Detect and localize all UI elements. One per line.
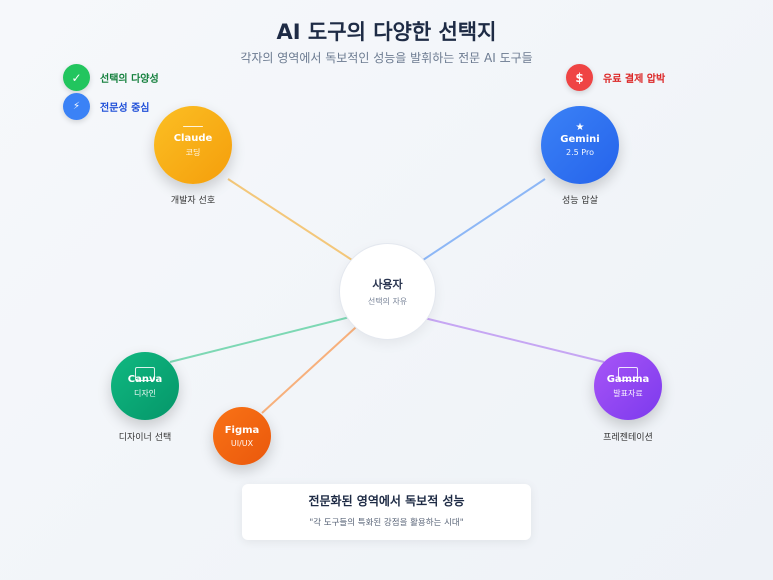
summary-heading: 전문화된 영역에서 독보적 성능: [308, 494, 465, 508]
tool-node-canva: Canva 디자인: [111, 352, 179, 420]
line-claude: [227, 178, 353, 261]
center-node-name: 사용자: [372, 278, 403, 291]
tool-node-claude: Claude 코딩: [154, 106, 232, 184]
document-icon: [183, 126, 203, 127]
check-icon: ✓: [63, 64, 90, 91]
caption-canva: 디자이너 선택: [118, 433, 172, 443]
caption-gamma: 프레젠테이션: [603, 433, 653, 443]
badge-expertise-label: 전문성 중심: [100, 103, 150, 114]
badge-diversity: ✓ 선택의 다양성: [63, 64, 159, 91]
tool-name-figma: Figma: [224, 424, 260, 436]
tool-node-figma: Figma UI/UX: [213, 407, 271, 465]
tool-name-canva: Canva: [127, 373, 163, 385]
badge-payment: $ 유료 결제 압박: [566, 64, 665, 91]
tool-name-claude: Claude: [173, 132, 213, 144]
tool-name-gamma: Gamma: [606, 373, 650, 385]
line-canva: [169, 313, 363, 363]
page-title: AI 도구의 다양한 선택지: [276, 20, 497, 44]
tool-sub-gemini: 2.5 Pro: [566, 147, 594, 157]
badge-payment-label: 유료 결제 압박: [603, 74, 666, 85]
line-gemini: [419, 178, 546, 263]
badge-diversity-label: 선택의 다양성: [100, 74, 159, 85]
tool-name-gemini: Gemini: [560, 133, 600, 145]
center-node-sub: 선택의 자유: [367, 297, 408, 306]
tool-sub-gamma: 발표자료: [613, 388, 643, 398]
line-gamma: [411, 314, 605, 363]
center-user-node: 사용자 선택의 자유: [339, 243, 436, 340]
lightning-icon: ⚡: [63, 93, 90, 120]
tool-sub-figma: UI/UX: [230, 438, 254, 448]
badge-expertise: ⚡ 전문성 중심: [63, 93, 149, 120]
caption-claude: 개발자 선호: [170, 196, 216, 206]
tool-sub-canva: 디자인: [133, 388, 157, 398]
presentation-icon: [618, 367, 638, 381]
tool-node-gamma: Gamma 발표자료: [594, 352, 662, 420]
summary-card: 전문화된 영역에서 독보적 성능 "각 도구들의 특화된 강점을 활용하는 시대…: [242, 484, 531, 540]
dollar-icon: $: [566, 64, 593, 91]
caption-gemini: 성능 압살: [562, 196, 598, 206]
page-subtitle: 각자의 영역에서 독보적인 성능을 발휘하는 전문 AI 도구들: [240, 51, 533, 65]
tool-node-gemini: ★ Gemini 2.5 Pro: [541, 106, 619, 184]
tool-sub-claude: 코딩: [185, 147, 201, 157]
image-icon: [135, 367, 155, 381]
summary-quote: "각 도구들의 특화된 강점을 활용하는 시대": [309, 518, 464, 528]
star-icon: ★: [575, 122, 585, 133]
line-figma: [261, 317, 367, 414]
